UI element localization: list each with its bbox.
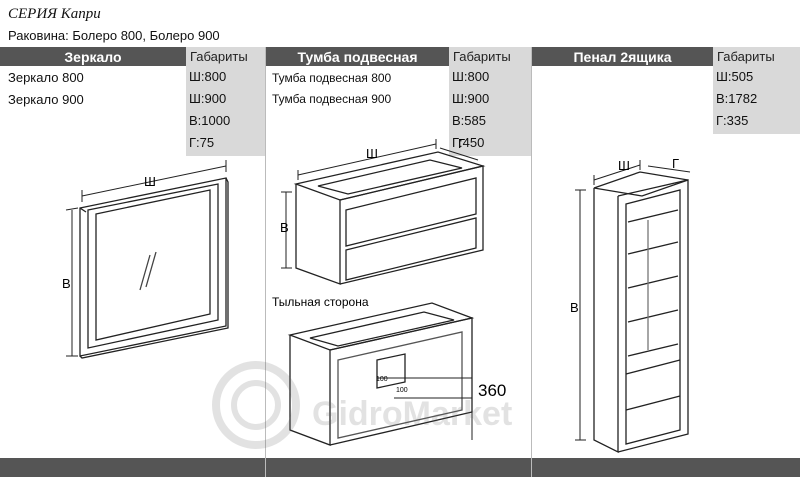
penal-h-label: В (570, 300, 579, 315)
divider (265, 47, 266, 477)
watermark-text: GidroMarket (312, 395, 512, 433)
dim-value: Ш:505 (716, 69, 754, 84)
series-title: СЕРИЯ Капри (8, 6, 101, 22)
cabinet-item: Тумба подвесная 800 (272, 71, 392, 85)
mirror-header: Зеркало (0, 47, 186, 66)
cabinet-d-label: Г (458, 136, 465, 151)
footer-bar (0, 458, 265, 477)
watermark: GidroMarket (212, 361, 512, 449)
cabinet-item: Тумба подвесная 900 (272, 92, 392, 106)
dim-value: Г:450 (452, 135, 485, 150)
mirror-item: Зеркало 800 (8, 70, 84, 85)
cabinet-h-label: В (280, 220, 289, 235)
back-side-label: Тыльная сторона (272, 295, 369, 309)
footer-bar (532, 458, 800, 477)
penal-drawing (575, 160, 691, 454)
back-dim-b: 100 (396, 387, 408, 394)
dim-value: Ш:900 (189, 91, 227, 106)
dim-value: Ш:900 (452, 91, 490, 106)
penal-header: Пенал 2ящика (532, 47, 713, 66)
dim-value: В:585 (452, 113, 486, 128)
dim-value: В:1000 (189, 113, 231, 128)
penal-dims-header: Габариты (713, 47, 800, 66)
dim-value: Г:75 (189, 135, 215, 150)
penal-dims: Ш:505 В:1782 Г:335 (713, 66, 800, 134)
cabinet-w-label: Ш (366, 146, 378, 161)
cabinet-drawing (281, 139, 486, 446)
dim-value: В:1782 (716, 91, 758, 106)
back-dim-a: 100 (376, 376, 388, 383)
divider (531, 47, 532, 477)
dim-value: Ш:800 (452, 69, 490, 84)
cabinet-dims-header: Габариты (449, 47, 531, 66)
mirror-dims-header: Габариты (186, 47, 265, 66)
penal-d-label: Г (672, 156, 679, 171)
mirror-drawing (65, 160, 229, 359)
cabinet-dims: Ш:800 Ш:900 В:585 Г:450 (449, 66, 531, 156)
sink-info: Раковина: Болеро 800, Болеро 900 (8, 28, 220, 43)
penal-w-label: Ш (618, 158, 630, 173)
back-dim-c: 360 (478, 381, 506, 400)
dim-value: Ш:800 (189, 69, 227, 84)
mirror-dims: Ш:800 Ш:900 В:1000 Г:75 (186, 66, 265, 156)
mirror-h-label: В (62, 276, 71, 291)
mirror-w-label: Ш (144, 174, 156, 189)
cabinet-header: Тумба подвесная (266, 47, 449, 66)
footer-bar (266, 458, 531, 477)
mirror-item: Зеркало 900 (8, 92, 84, 107)
dim-value: Г:335 (716, 113, 749, 128)
